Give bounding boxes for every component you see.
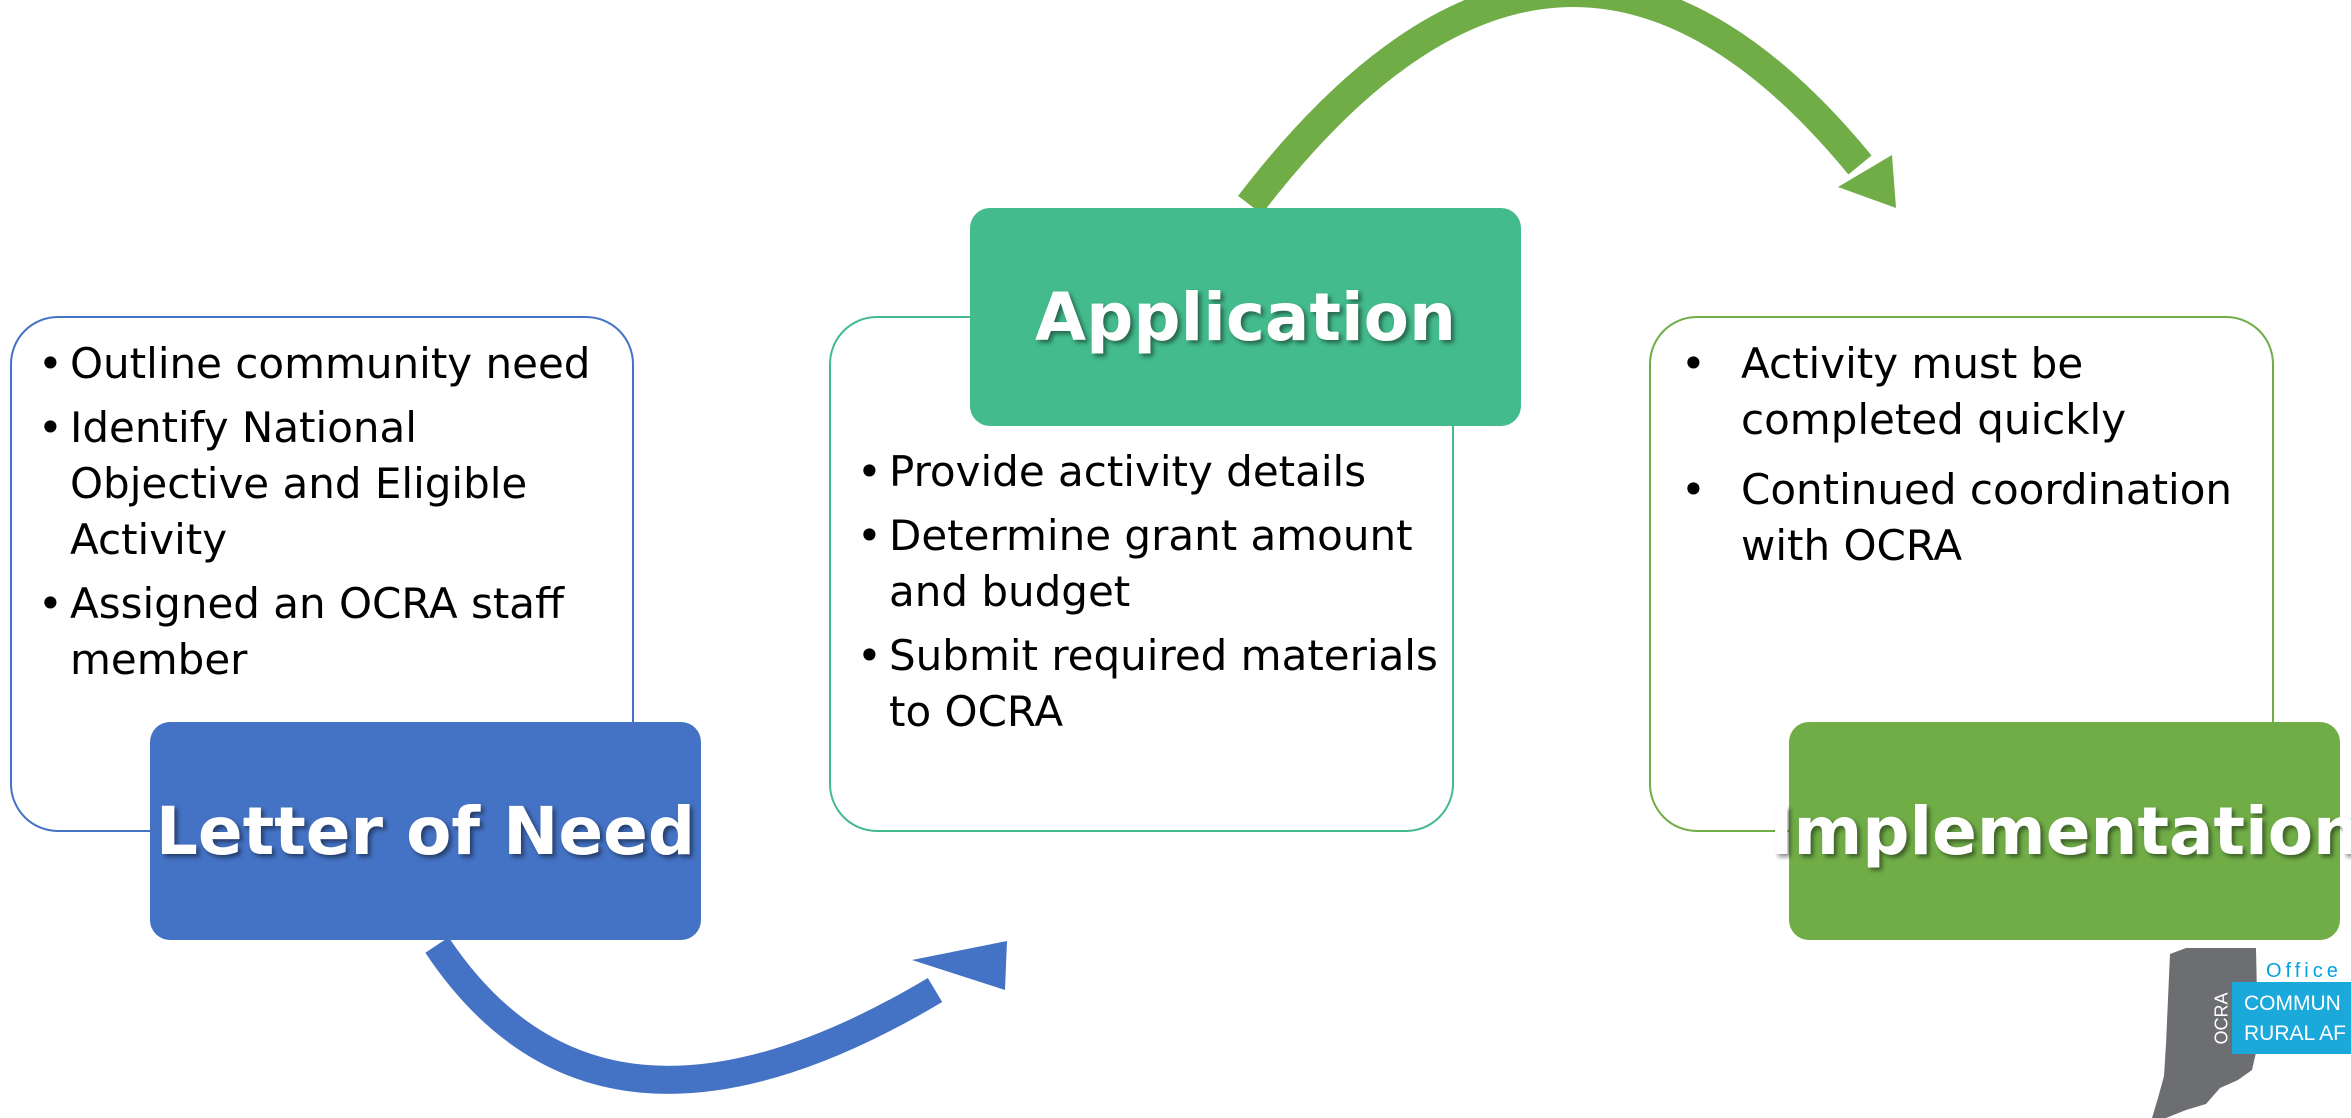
bullet-text: Continued coordination with OCRA [1741,465,2233,570]
logo-line-1: COMMUN [2244,992,2341,1015]
bullet-dot: • [857,631,882,680]
application-bullet: •Submit required materials to OCRA [855,628,1445,740]
bullet-dot: • [857,447,882,496]
indiana-state-shape [2152,948,2258,1118]
arrow-application-to-implementation-shaft [1238,0,1872,215]
application-bullet: •Determine grant amount and budget [855,508,1445,620]
logo-band [2232,982,2351,1054]
bullet-dot: • [1681,465,1706,514]
logo-ocra-text: OCRA [2211,992,2232,1045]
bullet-dot: • [38,403,63,452]
ocra-logo: OCRA Office COMMUN RURAL AF [2148,948,2351,1118]
bullet-text: Submit required materials to OCRA [889,631,1438,736]
logo-line-2: RURAL AF [2244,1022,2346,1045]
bullet-text: Activity must be completed quickly [1741,339,2127,444]
bullet-text: Identify National Objective and Eligible… [70,403,528,564]
arrow-application-to-implementation-head [1838,155,1896,208]
letter-of-need-bullet: •Outline community need [36,336,616,392]
arrow-application-to-implementation [1238,0,1896,215]
application-title: Application [1035,278,1456,356]
letter-of-need-title-box: Letter of Need [150,722,701,940]
bullet-dot: • [857,511,882,560]
implementation-bullet: • Activity must be completed quickly [1673,336,2263,448]
letter-of-need-bullet: •Assigned an OCRA staff member [36,576,616,688]
letter-of-need-bullets: •Outline community need •Identify Nation… [36,336,616,696]
implementation-bullets: • Activity must be completed quickly • Con… [1673,336,2263,582]
bullet-text: Provide activity details [889,447,1367,496]
logo-office-text: Office [2266,960,2342,982]
bullet-text: Determine grant amount and budget [889,511,1413,616]
implementation-title: Implementation [1768,792,2351,870]
bullet-dot: • [38,339,63,388]
arrow-letter-to-application-head [912,941,1007,990]
application-bullet: •Provide activity details [855,444,1445,500]
implementation-title-box: Implementation [1769,722,2351,940]
arrow-letter-to-application-shaft [425,937,943,1094]
bullet-dot: • [1681,339,1706,388]
bullet-text: Assigned an OCRA staff member [70,579,564,684]
application-title-box: Application [970,208,1521,426]
letter-of-need-title: Letter of Need [155,792,696,870]
bullet-text: Outline community need [70,339,591,388]
implementation-bullet: • Continued coordination with OCRA [1673,462,2263,574]
application-bullets: •Provide activity details •Determine gra… [855,444,1445,748]
letter-of-need-bullet: •Identify National Objective and Eligibl… [36,400,616,568]
arrow-letter-to-application [425,937,1007,1094]
bullet-dot: • [38,579,63,628]
